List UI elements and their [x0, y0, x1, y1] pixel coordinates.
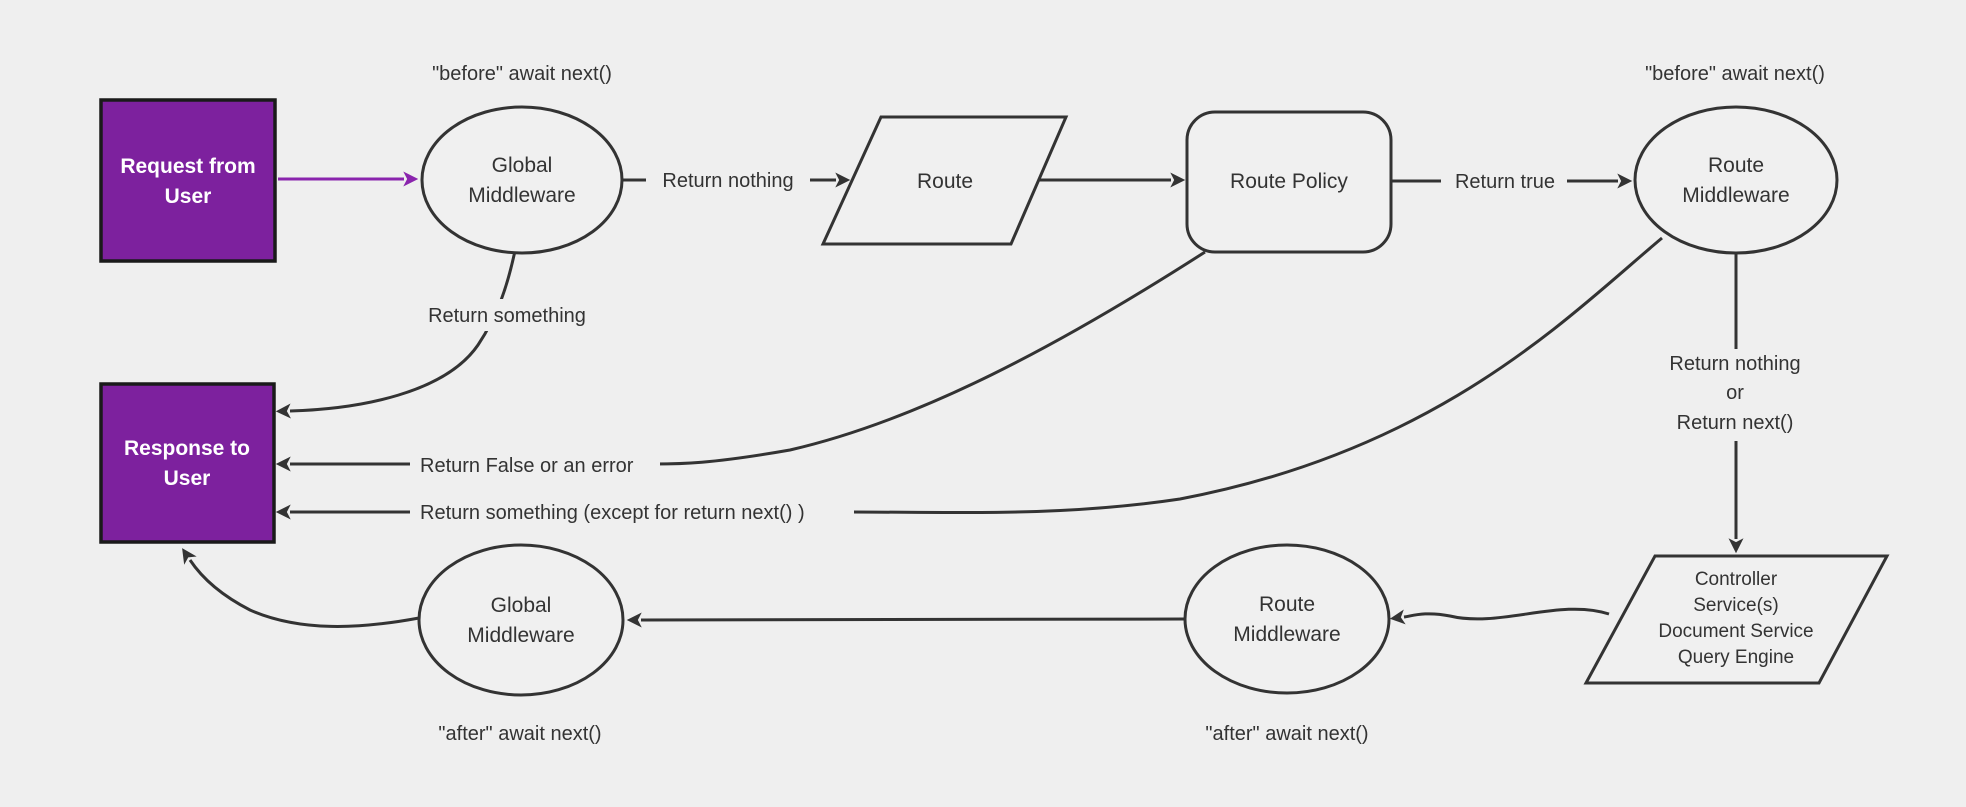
route-middleware-top-label-line1: Route — [1708, 154, 1764, 177]
route-node: Route — [820, 115, 1069, 246]
route-policy-label: Route Policy — [1230, 170, 1348, 193]
return-nothing-or-label-line3: Return next() — [1677, 412, 1794, 434]
response-to-user-label-line1: Response to — [124, 437, 250, 460]
after-await-next-label-left: "after" await next() — [438, 723, 601, 745]
request-from-user-label-line2: User — [165, 185, 212, 208]
edge-global-middleware-bottom-to-response — [182, 548, 420, 628]
global-middleware-bottom-label-line2: Middleware — [467, 624, 574, 647]
label-mask — [410, 449, 660, 479]
route-middleware-bottom-node: Route Middleware — [1183, 543, 1391, 695]
edge-return-something-to-response — [275, 245, 518, 419]
return-false-label: Return False or an error — [420, 455, 634, 477]
return-something-except-label: Return something (except for return next… — [420, 502, 805, 524]
return-true-label: Return true — [1455, 171, 1555, 193]
global-middleware-top-ellipse — [420, 105, 624, 255]
before-await-next-label-left: "before" await next() — [432, 63, 612, 85]
controller-label-line4: Query Engine — [1678, 647, 1794, 668]
edge-return-false-to-response — [275, 250, 1206, 472]
global-middleware-bottom-ellipse — [417, 543, 625, 697]
return-something-label: Return something — [428, 305, 586, 327]
global-middleware-bottom-node: Global Middleware — [417, 543, 625, 697]
global-middleware-top-label-line1: Global — [492, 154, 553, 177]
route-parallelogram — [820, 115, 1069, 246]
after-await-next-label-right: "after" await next() — [1205, 723, 1368, 745]
edge-controller-to-route-middleware-bottom — [1389, 607, 1610, 625]
global-middleware-top-node: Global Middleware — [420, 105, 624, 255]
label-mask — [646, 167, 810, 195]
edge-return-something-except-to-response — [275, 236, 1663, 520]
return-nothing-or-label-line2: or — [1726, 382, 1744, 404]
controller-label-line2: Service(s) — [1693, 595, 1779, 616]
before-await-next-label-right: "before" await next() — [1645, 63, 1825, 85]
route-middleware-bottom-label-line2: Middleware — [1233, 623, 1340, 646]
response-to-user-box — [99, 382, 276, 544]
response-to-user-label-line2: User — [164, 467, 211, 490]
request-from-user-box — [99, 98, 277, 263]
controller-node: Controller Service(s) Document Service Q… — [1583, 554, 1890, 685]
global-middleware-bottom-label-line1: Global — [491, 594, 552, 617]
route-middleware-top-label-line2: Middleware — [1682, 184, 1789, 207]
request-from-user-node: Request from User — [99, 98, 277, 263]
route-label: Route — [917, 170, 973, 193]
route-middleware-bottom-ellipse — [1183, 543, 1391, 695]
route-policy-rect — [1185, 110, 1393, 254]
label-mask — [412, 299, 604, 331]
route-middleware-top-node: Route Middleware — [1633, 105, 1839, 255]
route-policy-node: Route Policy — [1185, 110, 1393, 254]
label-mask — [1650, 349, 1822, 441]
label-mask — [1441, 168, 1567, 196]
controller-label-line1: Controller — [1695, 569, 1778, 590]
label-mask — [410, 496, 854, 526]
route-middleware-bottom-label-line1: Route — [1259, 593, 1315, 616]
controller-parallelogram — [1583, 554, 1890, 685]
return-nothing-or-label-line1: Return nothing — [1669, 353, 1800, 375]
controller-label-line3: Document Service — [1658, 621, 1813, 642]
return-nothing-label: Return nothing — [662, 170, 793, 192]
response-to-user-node: Response to User — [99, 382, 276, 544]
edge-route-middleware-bottom-to-global-middleware-bottom — [626, 612, 1186, 628]
global-middleware-top-label-line2: Middleware — [468, 184, 575, 207]
route-middleware-top-ellipse — [1633, 105, 1839, 255]
request-from-user-label-line1: Request from — [120, 155, 255, 178]
